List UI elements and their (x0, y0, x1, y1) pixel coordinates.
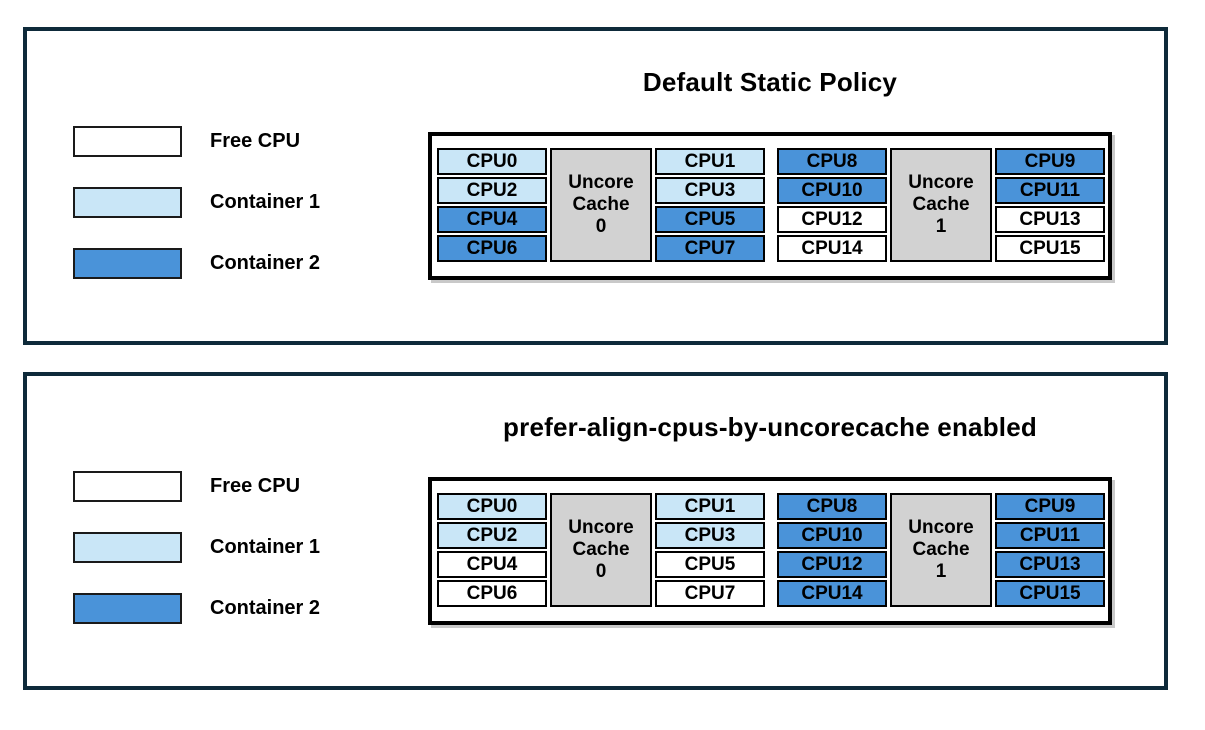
uncore-cache-label-line: 1 (935, 216, 947, 237)
cpu-cell-cpu15: CPU15 (995, 580, 1105, 607)
cpu-cell-cpu14: CPU14 (777, 235, 887, 262)
cpu-cell-cpu6: CPU6 (437, 580, 547, 607)
uncore-cache-label-line: 0 (595, 216, 607, 237)
cpu-cell-cpu0: CPU0 (437, 493, 547, 520)
legend-swatch-container-1 (73, 187, 182, 218)
cpu-cell-cpu5: CPU5 (655, 551, 765, 578)
legend-item-container-2: Container 2 (73, 248, 320, 279)
legend-swatch-container-1 (73, 532, 182, 563)
cpu-cell-cpu4: CPU4 (437, 206, 547, 233)
cpu-cell-cpu4: CPU4 (437, 551, 547, 578)
legend-label: Container 2 (210, 252, 321, 274)
cpu-cell-cpu2: CPU2 (437, 177, 547, 204)
cpu-cell-cpu8: CPU8 (777, 148, 887, 175)
uncore-cache-label-line: Uncore (568, 172, 634, 193)
cpu-cell-cpu2: CPU2 (437, 522, 547, 549)
cpu-cell-cpu7: CPU7 (655, 235, 765, 262)
panel-default-static-policy: Default Static Policy Free CPU Container … (23, 27, 1168, 345)
legend-item-container-1: Container 1 (73, 187, 320, 218)
legend-item-container-1: Container 1 (73, 532, 320, 563)
uncore-cache-label-line: Cache (912, 539, 970, 560)
legend-label: Container 1 (210, 191, 321, 213)
cpu-cell-cpu9: CPU9 (995, 493, 1105, 520)
uncore-cache-label-line: Uncore (568, 517, 634, 538)
legend-swatch-free-cpu (73, 126, 182, 157)
cpu-cell-cpu14: CPU14 (777, 580, 887, 607)
cpu-cell-cpu13: CPU13 (995, 206, 1105, 233)
cpu-cell-cpu5: CPU5 (655, 206, 765, 233)
cpu-cell-cpu8: CPU8 (777, 493, 887, 520)
cpu-cell-cpu0: CPU0 (437, 148, 547, 175)
cpu-cell-cpu3: CPU3 (655, 522, 765, 549)
panel-title: Default Static Policy (642, 67, 898, 97)
cpu-cell-cpu11: CPU11 (995, 522, 1105, 549)
uncore-cache-label-line: Uncore (908, 172, 974, 193)
uncore-cache-label-line: 1 (935, 561, 947, 582)
legend-swatch-free-cpu (73, 471, 182, 502)
legend-label: Container 1 (210, 536, 321, 558)
legend-label: Container 2 (210, 597, 321, 619)
cpu-cell-cpu12: CPU12 (777, 551, 887, 578)
cpu-cell-cpu10: CPU10 (777, 522, 887, 549)
legend-item-container-2: Container 2 (73, 593, 320, 624)
cpu-cell-cpu9: CPU9 (995, 148, 1105, 175)
cpu-cell-cpu1: CPU1 (655, 148, 765, 175)
cpu-cell-cpu11: CPU11 (995, 177, 1105, 204)
legend-swatch-container-2 (73, 248, 182, 279)
cpu-cell-cpu13: CPU13 (995, 551, 1105, 578)
legend-item-free-cpu: Free CPU (73, 126, 320, 157)
uncore-cache-label-line: Cache (572, 194, 630, 215)
cpu-cell-cpu12: CPU12 (777, 206, 887, 233)
legend: Free CPU Container 1 Container 2 (73, 471, 320, 654)
legend-label: Free CPU (210, 130, 301, 152)
uncore-cache-label-line: 0 (595, 561, 607, 582)
panel-title: prefer-align-cpus-by-uncorecache enabled (503, 412, 1037, 442)
cpu-cell-cpu7: CPU7 (655, 580, 765, 607)
legend-label: Free CPU (210, 475, 301, 497)
cpu-cell-cpu10: CPU10 (777, 177, 887, 204)
panel-uncorecache-enabled: prefer-align-cpus-by-uncorecache enabled… (23, 372, 1168, 690)
uncore-cache-label-line: Cache (572, 539, 630, 560)
legend-swatch-container-2 (73, 593, 182, 624)
cpu-cell-cpu15: CPU15 (995, 235, 1105, 262)
uncore-cache-label-line: Uncore (908, 517, 974, 538)
legend: Free CPU Container 1 Container 2 (73, 126, 320, 309)
cpu-cell-cpu1: CPU1 (655, 493, 765, 520)
cpu-cell-cpu6: CPU6 (437, 235, 547, 262)
cpu-cell-cpu3: CPU3 (655, 177, 765, 204)
legend-item-free-cpu: Free CPU (73, 471, 320, 502)
uncore-cache-label-line: Cache (912, 194, 970, 215)
